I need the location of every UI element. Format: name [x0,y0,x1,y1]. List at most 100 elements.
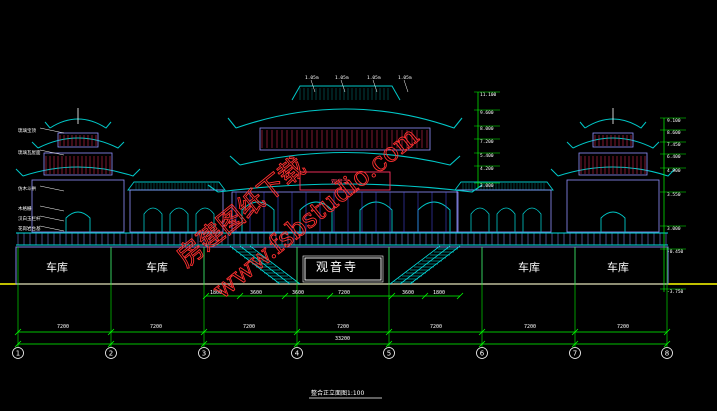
axis-bubble-7: 7 [569,347,581,359]
hall-roof-low [207,183,483,193]
axis-bubble-1: 1 [12,347,24,359]
cad-line-323 [14,340,22,348]
left-pavilion-upper-wall [57,132,99,148]
cad-line-328 [293,328,301,336]
axis-bubble-3: 3 [198,347,210,359]
hall-plaque [299,171,391,191]
right-pavilion-upper-wall [592,132,634,148]
span-dim-5: 7200 [430,324,442,330]
note-3: 仿木斗拱 [18,185,36,192]
note-leader-1 [39,149,65,156]
cad-line-329 [293,340,301,348]
elev-center-6: 4.200 [480,166,494,172]
overall-dimension: 33200 [335,336,350,342]
axis-bubble-5: 5 [383,347,395,359]
cad-line-343 [421,292,429,300]
cad-line-222 [470,207,490,232]
elev-center-2: 9.600 [480,110,494,116]
cad-line-192 [169,207,189,232]
elev-right-3: 7.450 [667,142,681,148]
left-corridor-roof [127,181,226,191]
axis-bubble-4: 4 [291,347,303,359]
hall-ridge [291,85,401,101]
elev-center-5: 5.400 [480,153,494,159]
top-tag-2: 1.05m [335,75,349,81]
cad-line-342 [388,292,396,300]
svg-text:6: 6 [480,350,485,358]
note-leader-3 [39,205,65,212]
cad-line-324 [107,328,115,336]
elev-right-6: 3.550 [667,192,681,198]
cad-line-344 [456,292,464,300]
left-pavilion-roof-mid [37,137,125,149]
elev-right-1: 9.100 [667,118,681,124]
top-tag-3: 1.05m [367,75,381,81]
note-5: 汉白玉栏杆 [18,215,41,222]
svg-text:3: 3 [202,350,206,358]
sub-dim-2: 3600 [250,290,262,296]
span-dim-2: 7200 [150,324,162,330]
tag-leader-2 [372,79,378,93]
note-leader-4 [39,215,65,222]
svg-text:7: 7 [573,350,577,358]
sub-dim-3: 3600 [292,290,304,296]
right-corridor-wall [456,189,552,233]
elev-center-1: 11.100 [480,92,497,98]
note-leader-2 [39,185,65,192]
tag-leader-3 [403,79,409,93]
tag-leader-0 [310,79,316,93]
right-pavilion-arch [600,211,626,232]
sub-dim-4: 7200 [338,290,350,296]
hall-upper-wall [259,127,431,151]
cad-line-327 [200,340,208,348]
elev-right-7: 3.000 [667,226,681,232]
right-pavilion-mid-wall [578,152,648,176]
left-pavilion-lower-wall [31,179,125,233]
svg-text:8: 8 [665,350,669,358]
span-dim-4: 7200 [337,324,349,330]
note-2: 琉璃瓦屋面 [18,149,41,156]
cad-line-330 [385,328,393,336]
cad-line-336 [663,328,671,336]
cad-line-333 [478,340,486,348]
tag-leader-1 [340,79,346,93]
garage-label-2: 车库 [146,260,168,274]
span-dim-1: 7200 [57,324,69,330]
cad-line-332 [478,328,486,336]
right-corridor-roof [454,181,554,191]
svg-text:2: 2 [109,350,113,358]
stair-left [229,245,301,285]
right-pavilion-roof-low [550,166,676,177]
left-pavilion-mid-wall [43,152,113,176]
building-elevation [0,79,717,348]
left-pavilion-roof-top [44,118,112,129]
left-pavilion-roof-low [15,166,141,177]
right-pavilion-roof-mid [572,137,660,149]
svg-text:4: 4 [295,350,300,358]
sign-frame [304,257,382,281]
cad-line-341 [326,292,334,300]
drawing-title: 整合正立面图1:100 [311,389,364,397]
span-dim-7: 7200 [617,324,629,330]
elev-right-8: -0.450 [667,249,684,255]
right-pavilion-roof-mid-l [566,141,574,149]
hall-lower-wall [231,191,459,233]
elev-center-4: 7.200 [480,139,494,145]
left-pavilion-roof-mid-l [31,141,39,149]
note-leader-0 [39,127,65,134]
podium-outline [15,246,669,285]
cad-line-326 [200,328,208,336]
elev-right-4: 6.400 [667,154,681,160]
cad-line-331 [385,340,393,348]
hall-roof-upper [227,108,463,129]
cad-line-191 [143,207,163,232]
axis-bubble-6: 6 [476,347,488,359]
hall-roof-mid [229,152,461,166]
elev-right-2: 8.600 [667,130,681,136]
cad-line-325 [107,340,115,348]
hall-arch-3 [417,201,451,232]
cad-line-322 [14,328,22,336]
right-pavilion-roof-top [579,118,647,129]
svg-text:5: 5 [387,350,391,358]
